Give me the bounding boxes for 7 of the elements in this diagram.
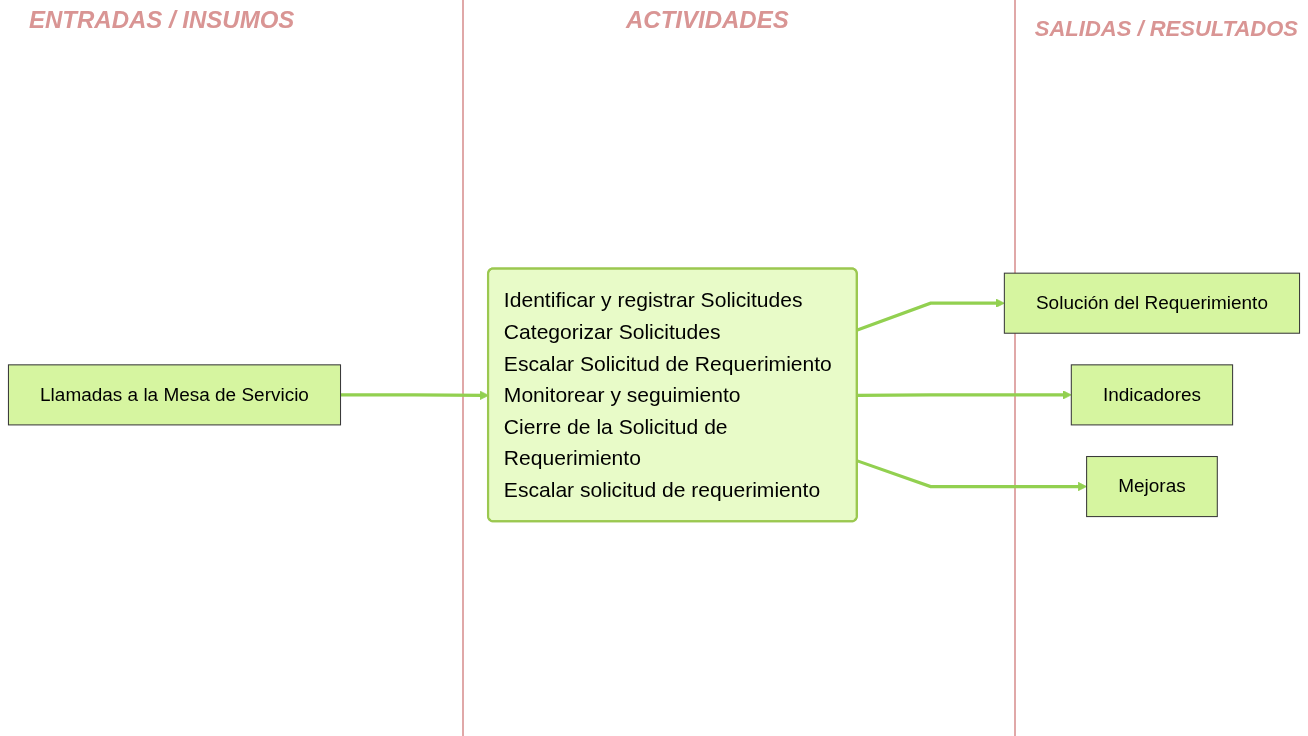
arrow <box>340 390 489 401</box>
node-box: Mejoras <box>1086 456 1218 518</box>
node-box: Solución del Requerimiento <box>1003 272 1301 334</box>
node-box: Llamadas a la Mesa de Servicio <box>7 364 342 426</box>
node-box: Indicadores <box>1070 364 1234 426</box>
arrow <box>856 298 1005 332</box>
arrow <box>857 390 1072 400</box>
